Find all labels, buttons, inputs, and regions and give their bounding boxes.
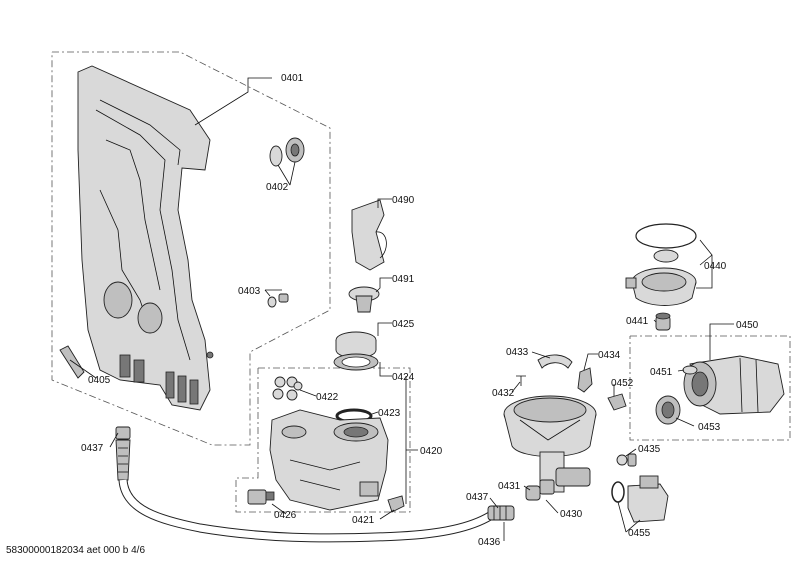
label-0452: 0452 xyxy=(611,378,634,389)
sump-small-parts xyxy=(516,354,593,393)
label-0440: 0440 xyxy=(704,261,727,272)
label-0433: 0433 xyxy=(506,347,529,358)
label-0490: 0490 xyxy=(392,195,415,206)
hose-clip-part xyxy=(59,345,85,379)
group-outline-water-softener xyxy=(235,367,411,513)
label-0437-right: 0437 xyxy=(466,492,489,503)
cap-and-ring-part xyxy=(333,331,379,371)
label-0422: 0422 xyxy=(316,392,339,403)
clip-part xyxy=(387,495,405,513)
drain-pump-part xyxy=(611,475,669,523)
label-0441: 0441 xyxy=(626,316,649,327)
label-0401: 0401 xyxy=(281,73,304,84)
label-0453: 0453 xyxy=(698,422,721,433)
leader-lines xyxy=(69,77,734,541)
label-0431: 0431 xyxy=(498,481,521,492)
label-0430: 0430 xyxy=(560,509,583,520)
water-softener-part xyxy=(269,409,389,511)
valve-part xyxy=(247,489,275,505)
seal-rings-part xyxy=(269,137,305,167)
label-0436: 0436 xyxy=(478,537,501,548)
group-outline-sump-panel xyxy=(51,51,331,446)
small-rings-part xyxy=(272,376,303,401)
label-0437-left: 0437 xyxy=(81,443,104,454)
group-outline-pump xyxy=(629,335,791,441)
label-0491: 0491 xyxy=(392,274,415,285)
label-0435: 0435 xyxy=(638,444,661,455)
sump-housing-part xyxy=(503,395,597,495)
hub-part xyxy=(655,312,671,331)
bracket-part xyxy=(607,393,627,411)
nozzle-part xyxy=(267,293,289,308)
back-panel-part xyxy=(77,65,214,411)
label-0425: 0425 xyxy=(392,319,415,330)
heater-ring-part xyxy=(625,223,697,306)
drain-hose-right-part xyxy=(487,505,515,521)
label-0420: 0420 xyxy=(420,446,443,457)
softener-cap-part xyxy=(348,286,380,313)
funnel-jug-part xyxy=(351,199,387,271)
label-0426: 0426 xyxy=(274,510,297,521)
pump-fitting-part xyxy=(616,453,637,467)
circulation-pump-part xyxy=(655,355,785,425)
coupling-part xyxy=(525,485,541,501)
footer-document-code: 58300000182034 aet 000 b 4/6 xyxy=(6,545,145,556)
label-0403: 0403 xyxy=(238,286,261,297)
label-0455: 0455 xyxy=(628,528,651,539)
label-0434: 0434 xyxy=(598,350,621,361)
label-0421: 0421 xyxy=(352,515,375,526)
label-0432: 0432 xyxy=(492,388,515,399)
drain-hose-left-part xyxy=(115,426,493,543)
label-0450: 0450 xyxy=(736,320,759,331)
label-0405: 0405 xyxy=(88,375,111,386)
label-0402: 0402 xyxy=(266,182,289,193)
label-0424: 0424 xyxy=(392,372,415,383)
label-0451: 0451 xyxy=(650,367,673,378)
label-0423: 0423 xyxy=(378,408,401,419)
